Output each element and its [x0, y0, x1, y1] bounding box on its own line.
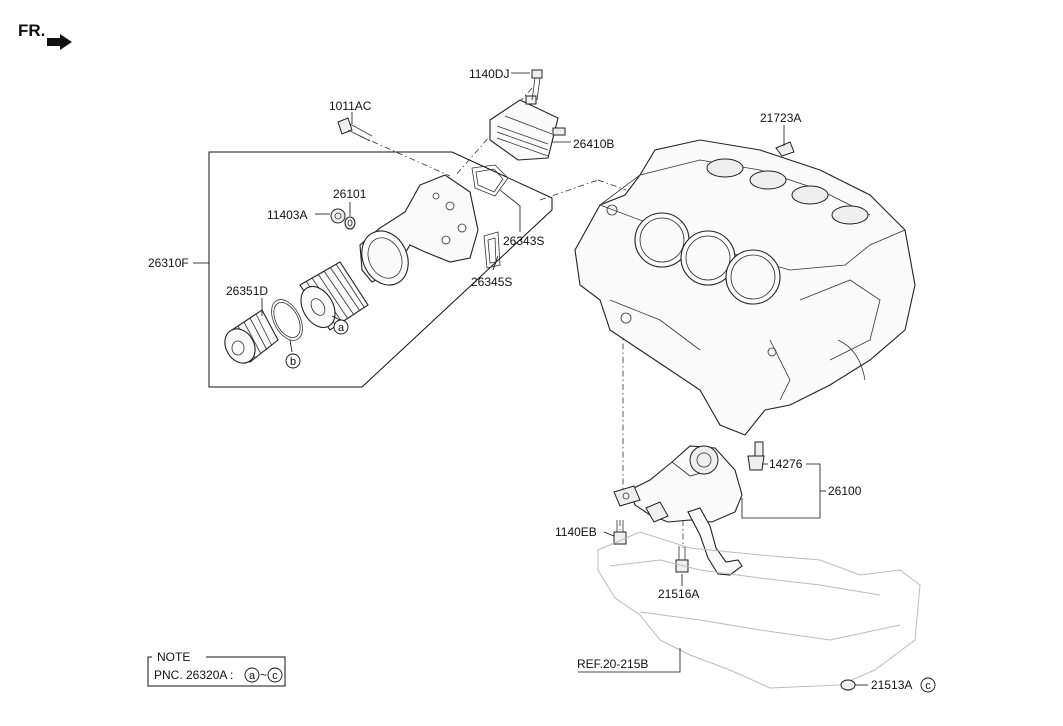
bolt-1140dj [531, 69, 543, 101]
label-ref-20-215b: REF.20-215B [577, 657, 648, 671]
front-direction-label: FR. [18, 21, 45, 40]
oil-pump-assembly [613, 445, 743, 576]
label-26100: 26100 [828, 484, 862, 498]
label-26351d: 26351D [226, 284, 268, 298]
plug-11403a [330, 208, 346, 224]
note-box: NOTE PNC. 26320A : a ~ c [147, 650, 286, 687]
label-26343s: 26343S [503, 234, 544, 248]
callout-a: a [333, 319, 349, 335]
label-26101: 26101 [333, 187, 367, 201]
gasket-26343s [471, 164, 509, 197]
oil-filter-element [299, 261, 369, 331]
part-labels: 1140DJ 1011AC 26410B 21723A 26101 11403A… [148, 67, 912, 692]
oil-filter-assembly-frame [193, 151, 553, 388]
callout-c-letter: c [925, 680, 931, 692]
label-26410b: 26410B [573, 137, 614, 151]
note-title: NOTE [157, 650, 190, 664]
label-26310f: 26310F [148, 256, 189, 270]
callout-c: c [920, 677, 936, 693]
seal-26101 [344, 216, 356, 230]
label-14276: 14276 [769, 457, 803, 471]
label-21723a: 21723A [760, 111, 801, 125]
bolt-21516a [675, 546, 689, 573]
note-range-end-circle [267, 667, 283, 683]
note-range-end: c [272, 670, 278, 682]
note-range-start: a [249, 670, 256, 682]
label-1140dj: 1140DJ [469, 67, 509, 81]
label-1011ac: 1011AC [329, 99, 372, 113]
label-21516a: 21516A [658, 587, 699, 601]
label-11403a: 11403A [267, 208, 307, 222]
oil-filter-cap [224, 309, 279, 364]
o-ring [271, 299, 303, 341]
label-1140eb: 1140EB [555, 525, 597, 539]
leader-lines [261, 72, 868, 686]
bolt-1140eb [613, 520, 627, 545]
label-26345s: 26345S [471, 275, 512, 289]
oil-filter-housing [359, 174, 479, 286]
label-21513a: 21513A [871, 678, 912, 692]
drain-plug-21513a [840, 679, 856, 691]
note-range-start-circle [244, 667, 260, 683]
callout-b-letter: b [290, 356, 296, 368]
sensor-bracket-21723a [775, 141, 795, 157]
front-direction-marker: FR. [18, 21, 72, 50]
oil-pan-reference [597, 531, 921, 689]
front-arrow-icon [47, 34, 72, 50]
note-range-sep: ~ [260, 668, 267, 682]
note-pnc: PNC. 26320A : [154, 668, 233, 682]
bolt-1011ac [337, 117, 373, 142]
sensor-14276 [747, 441, 765, 471]
engine-block [574, 139, 916, 436]
callout-b: b [285, 353, 301, 369]
oil-cooler [489, 95, 566, 161]
callout-a-letter: a [338, 322, 345, 334]
gasket-26345s [483, 231, 501, 269]
